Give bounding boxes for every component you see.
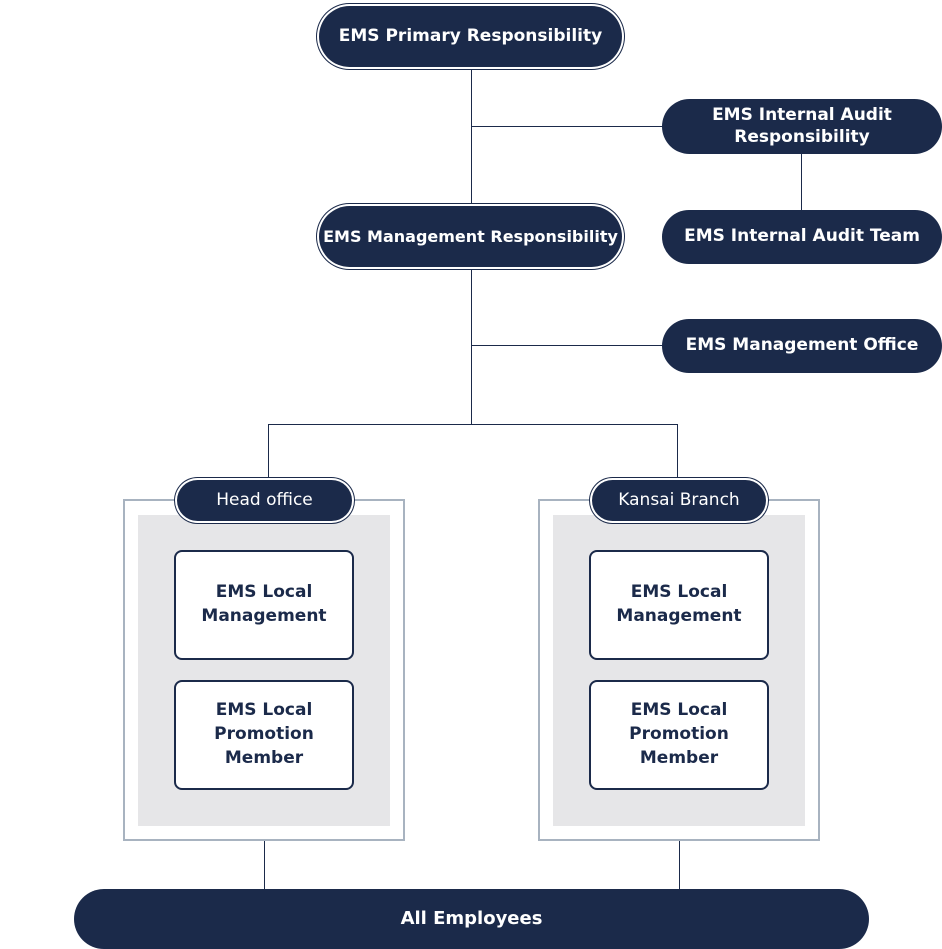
connector-head-office-to-employees	[264, 840, 265, 890]
head-office-local-management-card: EMS Local Management	[174, 550, 354, 660]
management-responsibility-node: EMS Management Responsibility	[319, 206, 622, 267]
connector-management-down	[471, 270, 472, 424]
head-office-label: Head office	[177, 480, 352, 521]
all-employees-node: All Employees	[74, 889, 869, 949]
connector-to-kansai-branch	[677, 424, 678, 480]
connector-audit-to-team	[801, 154, 802, 210]
primary-responsibility-node: EMS Primary Responsibility	[319, 6, 622, 67]
head-office-local-promotion-card: EMS Local Promotion Member	[174, 680, 354, 790]
internal-audit-team-node: EMS Internal Audit Team	[662, 210, 942, 264]
internal-audit-responsibility-node: EMS Internal Audit Responsibility	[662, 99, 942, 154]
connector-to-management-office	[471, 345, 663, 346]
connector-kansai-to-employees	[679, 840, 680, 890]
management-office-node: EMS Management Office	[662, 319, 942, 373]
kansai-local-management-card: EMS Local Management	[589, 550, 769, 660]
internal-audit-label: EMS Internal Audit Responsibility	[712, 105, 892, 147]
kansai-local-promotion-card: EMS Local Promotion Member	[589, 680, 769, 790]
connector-branch-horizontal	[268, 424, 678, 425]
connector-primary-to-management	[471, 70, 472, 204]
connector-to-head-office	[268, 424, 269, 480]
connector-to-internal-audit	[471, 126, 663, 127]
kansai-branch-label: Kansai Branch	[592, 480, 766, 521]
